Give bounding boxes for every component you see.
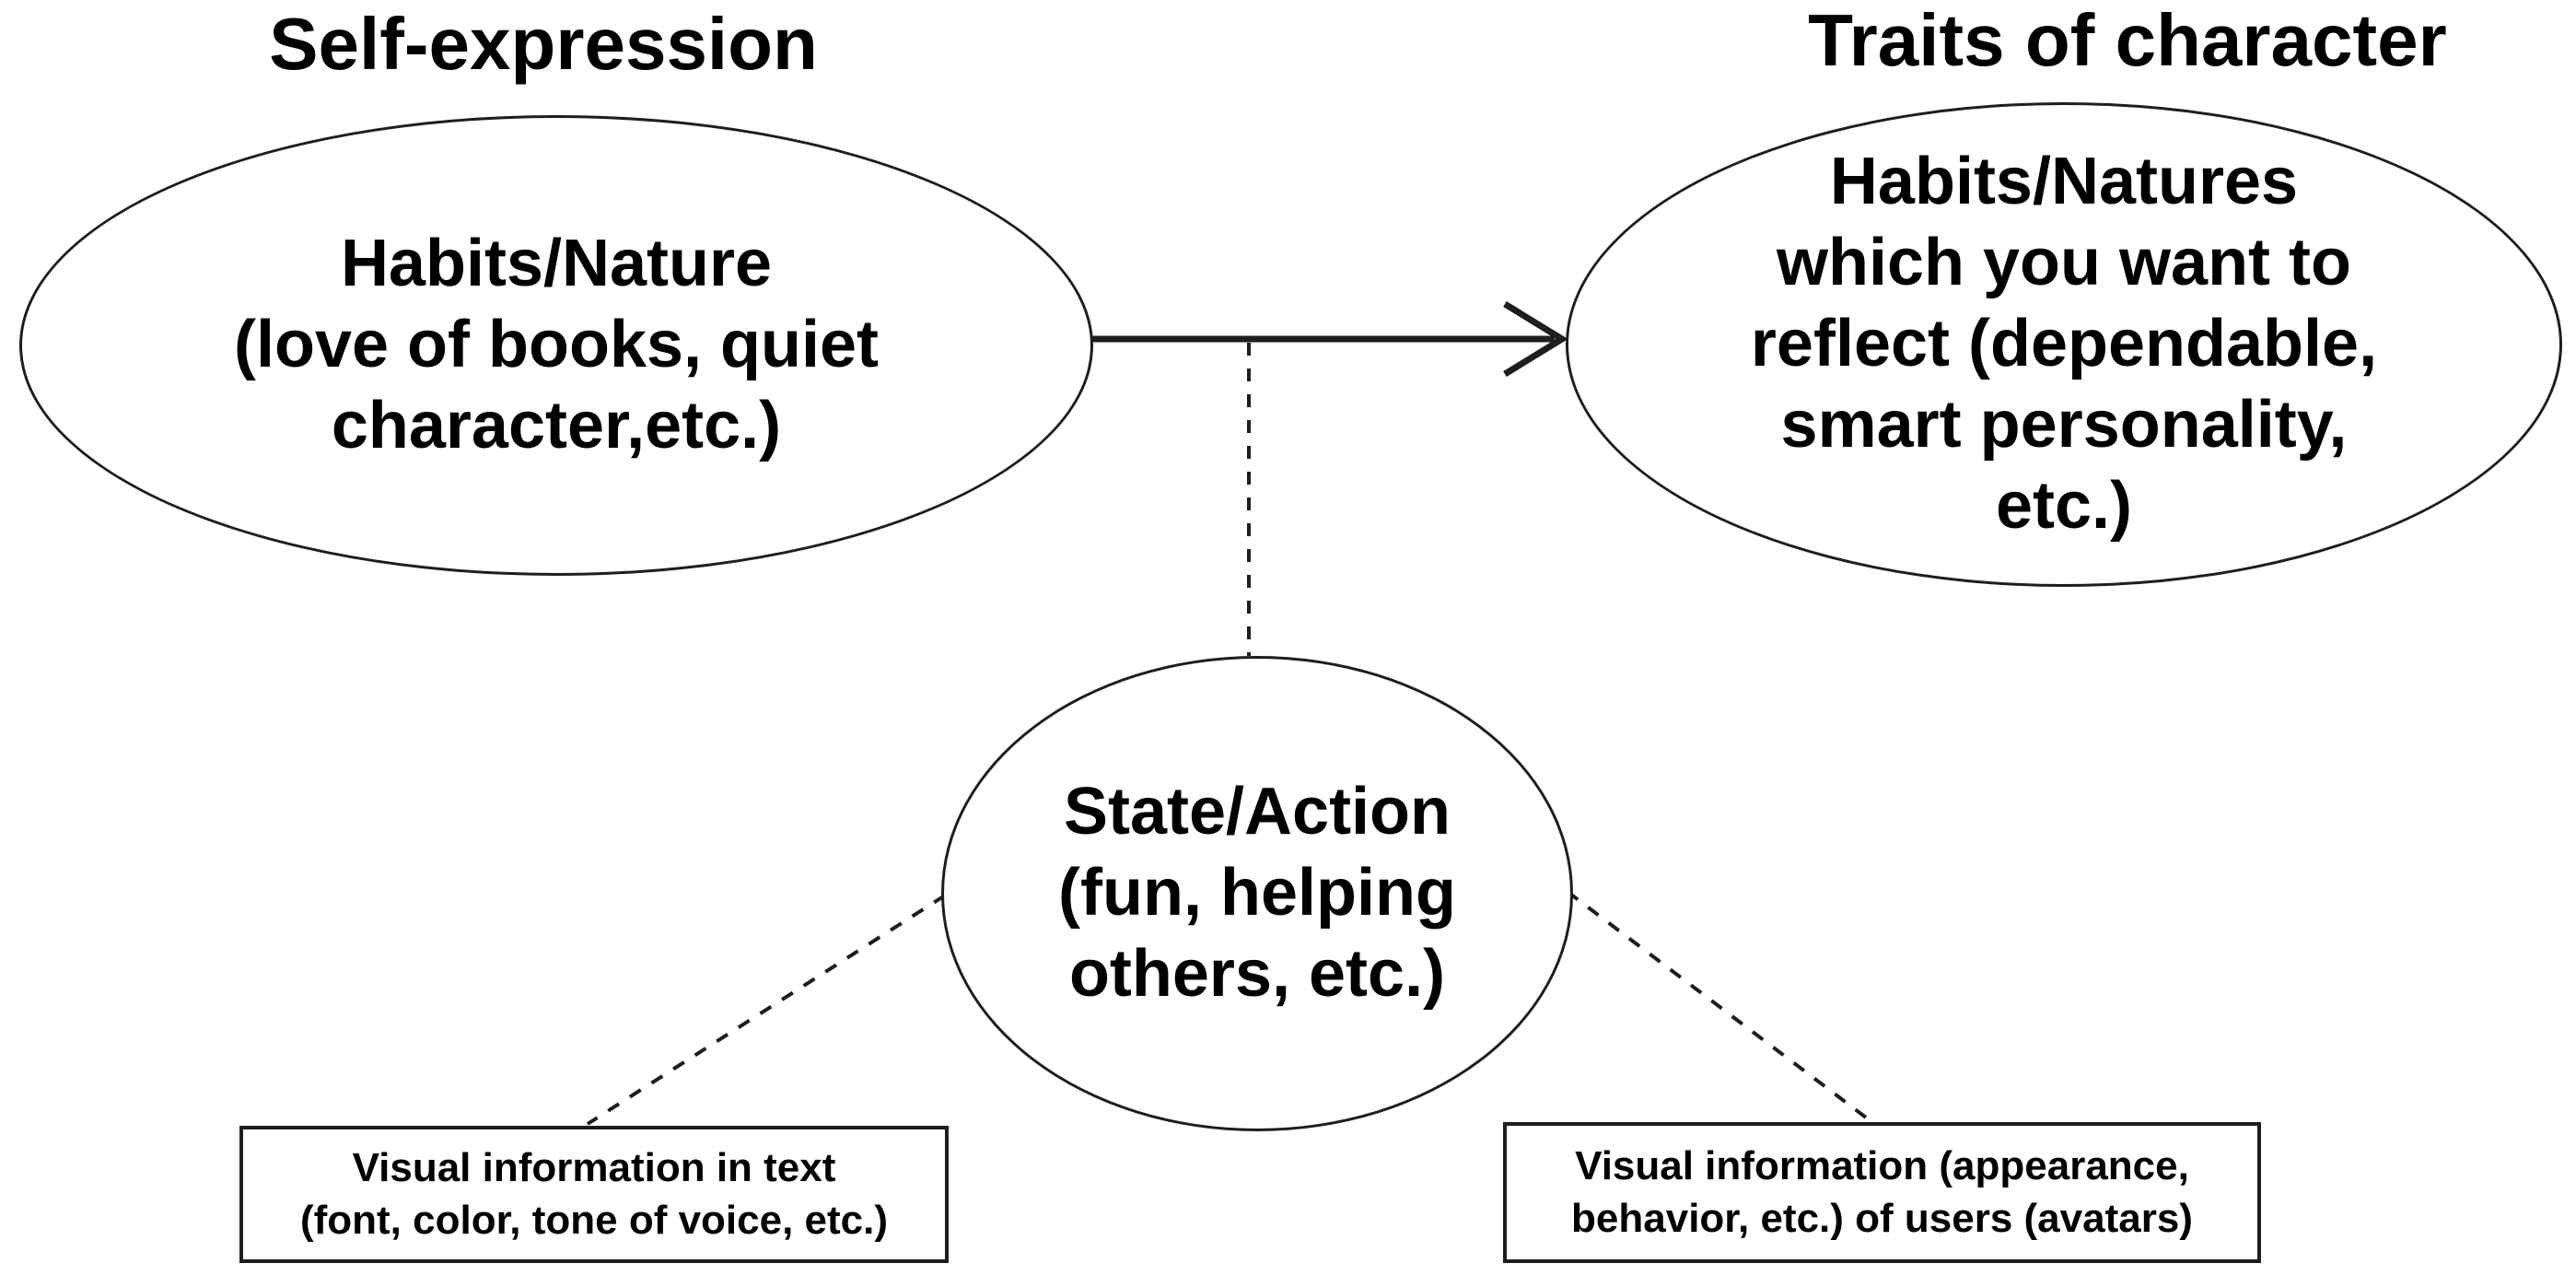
node-label-line: character,etc.) (331, 388, 782, 462)
arrowhead-icon (1503, 301, 1568, 377)
node-visual-info-users: Visual information (appearance, behavior… (1503, 1122, 2261, 1263)
node-habits-nature: Habits/Nature (love of books, quiet char… (19, 115, 1093, 576)
node-label-line: (love of books, quiet (233, 308, 880, 382)
node-label-line: Habits/Natures (1829, 145, 2299, 219)
node-label-line: which you want to (1777, 226, 2351, 300)
node-label-line: Habits/Nature (340, 227, 773, 301)
node-habits-natures-reflect: Habits/Natures which you want to reflect… (1566, 102, 2562, 587)
node-label-line: behavior, etc.) of users (avatars) (1571, 1195, 2193, 1241)
node-label-line: State/Action (1063, 775, 1451, 849)
node-label-line: reflect (dependable, (1750, 307, 2378, 381)
node-state-action: State/Action (fun, helping others, etc.) (941, 656, 1573, 1131)
heading-traits-of-character: Traits of character (1808, 0, 2447, 81)
node-visual-info-text: Visual information in text (font, color,… (239, 1126, 949, 1263)
heading-self-expression: Self-expression (269, 3, 818, 85)
dashed-connector-state-action-to-visual-text (586, 894, 947, 1126)
node-label-line: (fun, helping (1058, 856, 1456, 930)
node-label-line: others, etc.) (1068, 936, 1446, 1011)
node-label-line: Visual information (appearance, (1575, 1143, 2189, 1189)
node-label-line: Visual information in text (352, 1145, 836, 1191)
node-label-line: etc.) (1995, 468, 2133, 543)
dashed-connector-state-action-to-visual-users (1566, 890, 1871, 1122)
node-label-line: smart personality, (1780, 387, 2348, 462)
node-label-line: (font, color, tone of voice, etc.) (299, 1197, 889, 1243)
